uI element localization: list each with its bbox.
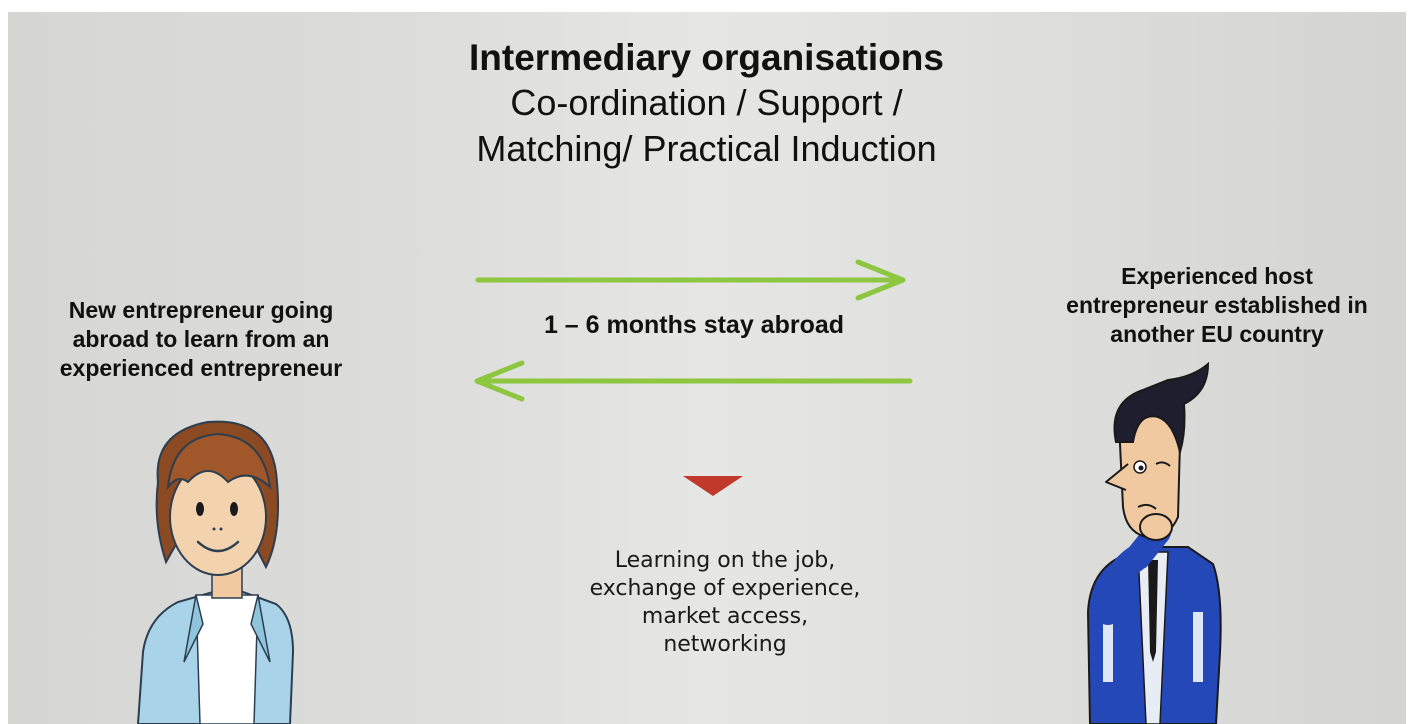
slide: Intermediary organisations Co-ordination… — [8, 12, 1406, 724]
outcome-line: Learning on the job, — [614, 548, 836, 573]
caption-line: entrepreneur established in — [1066, 292, 1368, 318]
caption-line: abroad to learn from an — [72, 326, 330, 352]
new-entrepreneur-caption: New entrepreneur going abroad to learn f… — [20, 296, 382, 383]
arrow-left — [474, 360, 913, 402]
caption-line: another EU country — [1110, 321, 1324, 347]
thinking-businessman-illustration — [1086, 361, 1222, 724]
caption-line: New entrepreneur going — [68, 297, 334, 323]
down-triangle-icon — [683, 476, 743, 496]
arrow-right — [475, 259, 906, 301]
diagram-title: Intermediary organisations — [469, 37, 944, 78]
young-entrepreneur-illustration — [136, 420, 295, 724]
outcome-line: market access, — [641, 604, 809, 629]
outcome-line: networking — [663, 632, 787, 657]
outcome-text: Learning on the job, exchange of experie… — [470, 547, 980, 659]
stay-duration-label: 1 – 6 months stay abroad — [543, 311, 845, 339]
diagram-graphics — [474, 259, 913, 496]
caption-line: Experienced host — [1121, 263, 1313, 289]
title-block: Intermediary organisations Co-ordination… — [8, 36, 1406, 172]
diagram-subtitle-line-1: Co-ordination / Support / — [510, 82, 903, 123]
host-entrepreneur-caption: Experienced host entrepreneur establishe… — [1036, 262, 1398, 349]
caption-line: experienced entrepreneur — [59, 355, 343, 381]
diagram-subtitle-line-2: Matching/ Practical Induction — [476, 128, 937, 169]
outcome-line: exchange of experience, — [589, 576, 861, 601]
